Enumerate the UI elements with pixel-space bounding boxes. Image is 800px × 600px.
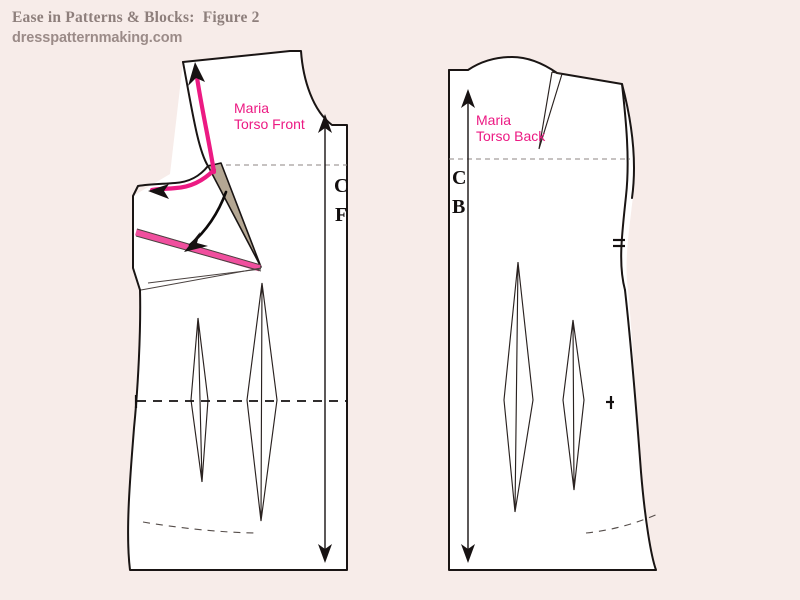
front-dart-apex-line (140, 267, 262, 291)
back-grainline-letter-b: B (452, 196, 465, 218)
front-waist-dart-inner (190, 317, 209, 483)
front-grainline-letter-f: F (335, 204, 347, 226)
back-piece-label-line2: Torso Back (476, 128, 546, 144)
dart-rotation-arrow-head (184, 232, 208, 252)
front-hem-guide-line (142, 521, 259, 534)
front-grainline-head-bottom (318, 544, 332, 563)
front-armhole-curve (132, 61, 209, 291)
shoulder-arrow-head (188, 62, 205, 86)
shoulder-accent-curve (193, 67, 217, 175)
back-bodice-piece: Maria Torso Back C B (448, 56, 661, 571)
back-grainline-letter-c: C (452, 167, 466, 189)
back-armhole-curve (620, 83, 629, 291)
back-piece-label-line1: Maria (476, 112, 511, 128)
front-piece-label-line1: Maria (234, 100, 269, 116)
armhole-arrow-head (148, 184, 169, 199)
back-hem-guide-line (585, 512, 661, 534)
front-piece-outline (127, 50, 348, 571)
front-piece-fill (128, 51, 347, 570)
figure-title: Ease in Patterns & Blocks: Figure 2 (12, 9, 260, 26)
back-side-and-hem (448, 69, 657, 571)
title-block: Ease in Patterns & Blocks: Figure 2 dres… (12, 8, 532, 48)
back-waist-dart-outer (562, 319, 585, 491)
back-grainline-head-top (461, 89, 475, 108)
back-waist-dart-inner (503, 261, 534, 513)
front-bodice-piece: Maria Torso Front C F (127, 50, 348, 571)
site-credit: dresspatternmaking.com (12, 30, 183, 46)
front-grainline-letter-c: C (334, 175, 348, 197)
front-grainline-head-top (318, 114, 332, 133)
side-dart-accent-strip (135, 228, 261, 272)
back-piece-fill (449, 57, 656, 570)
front-piece-label-line2: Torso Front (234, 116, 305, 132)
back-piece-outline (448, 56, 635, 199)
back-grainline-head-bottom (461, 544, 475, 563)
front-waist-dart-outer (246, 282, 278, 522)
back-shoulder-dart (538, 71, 563, 150)
